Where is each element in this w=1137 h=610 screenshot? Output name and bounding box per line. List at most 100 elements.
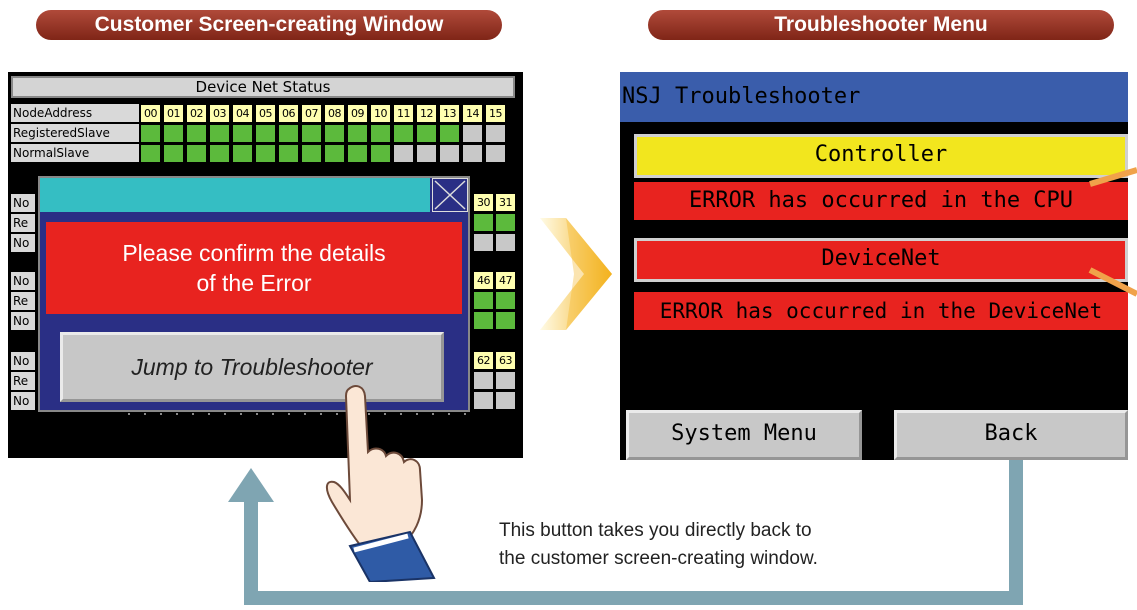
row-label-node-address: NodeAddress — [11, 104, 139, 122]
device-net-status-title: Device Net Status — [11, 76, 515, 98]
node-number-cell: 10 — [371, 105, 390, 122]
node-status-cell — [417, 125, 436, 142]
node-status-cell — [463, 125, 482, 142]
node-status-cell — [474, 234, 493, 251]
node-status-cell — [496, 372, 515, 389]
row-label-normal-slave: NormalSlave — [11, 144, 139, 162]
flow-chevron-icon — [540, 218, 612, 330]
callout-lines — [1088, 167, 1137, 297]
node-status-cell — [141, 145, 160, 162]
controller-error-message: ERROR has occurred in the CPU — [634, 182, 1128, 220]
caption-line2: the customer screen-creating window. — [499, 548, 818, 569]
node-number-cell: 05 — [256, 105, 275, 122]
close-icon[interactable] — [432, 178, 468, 212]
node-number-cell: 14 — [463, 105, 482, 122]
node-status-cell — [233, 125, 252, 142]
node-status-cell — [348, 125, 367, 142]
node-status-cell — [325, 125, 344, 142]
partial-row-label: No — [11, 392, 35, 410]
node-status-cell — [496, 214, 515, 231]
customer-screen: Device Net Status NodeAddress Registered… — [8, 72, 523, 458]
node-number-cell: 07 — [302, 105, 321, 122]
node-status-cell — [187, 145, 206, 162]
node-status-cell — [417, 145, 436, 162]
node-status-cell — [210, 125, 229, 142]
node-status-cell — [474, 292, 493, 309]
caption-line1: This button takes you directly back to — [499, 520, 812, 541]
error-message: Please confirm the details of the Error — [46, 222, 462, 314]
node-status-cell — [302, 125, 321, 142]
node-status-cell — [348, 145, 367, 162]
partial-row-label: No — [11, 234, 35, 252]
node-number-cell: 06 — [279, 105, 298, 122]
partial-row-label: Re — [11, 292, 35, 310]
node-number-cell: 01 — [164, 105, 183, 122]
node-number-cell: 12 — [417, 105, 436, 122]
partial-row-label: No — [11, 312, 35, 330]
partial-row-label: No — [11, 194, 35, 212]
node-status-cell — [302, 145, 321, 162]
node-status-cell — [496, 234, 515, 251]
troubleshooter-screen: NSJ Troubleshooter Controller ERROR has … — [620, 72, 1128, 460]
node-status-cell — [474, 214, 493, 231]
node-status-cell — [164, 145, 183, 162]
node-status-cell — [256, 145, 275, 162]
node-number-cell: 63 — [496, 352, 515, 369]
node-status-cell — [371, 145, 390, 162]
node-status-cell — [164, 125, 183, 142]
node-number-cell: 46 — [474, 272, 493, 289]
error-message-line1: Please confirm the details — [122, 240, 386, 266]
error-dialog: Please confirm the details of the Error J… — [38, 176, 470, 412]
node-number-cell: 00 — [141, 105, 160, 122]
partial-row-label: Re — [11, 214, 35, 232]
node-number-cell: 09 — [348, 105, 367, 122]
partial-row-label: No — [11, 272, 35, 290]
return-caption: This button takes you directly back to t… — [499, 517, 959, 573]
node-status-cell — [440, 145, 459, 162]
partial-row-label: No — [11, 352, 35, 370]
system-menu-button[interactable]: System Menu — [626, 410, 862, 460]
node-status-cell — [496, 312, 515, 329]
node-number-cell: 11 — [394, 105, 413, 122]
node-number-cell: 30 — [474, 194, 493, 211]
partial-row-label: Re — [11, 372, 35, 390]
node-number-cell: 31 — [496, 194, 515, 211]
controller-button[interactable]: Controller — [634, 134, 1128, 178]
node-number-cell: 13 — [440, 105, 459, 122]
node-status-cell — [279, 145, 298, 162]
node-status-cell — [233, 145, 252, 162]
hand-pointer-icon — [326, 385, 436, 582]
node-number-cell: 03 — [210, 105, 229, 122]
dialog-titlebar — [40, 178, 430, 212]
node-status-cell — [486, 145, 505, 162]
node-status-cell — [210, 145, 229, 162]
left-window-header: Customer Screen-creating Window — [36, 10, 502, 40]
devicenet-error-message: ERROR has occurred in the DeviceNet — [634, 292, 1128, 330]
troubleshooter-title: NSJ Troubleshooter — [620, 72, 1128, 122]
node-status-cell — [141, 125, 160, 142]
node-status-cell — [496, 392, 515, 409]
node-status-cell — [474, 312, 493, 329]
devicenet-button[interactable]: DeviceNet — [634, 238, 1128, 282]
node-status-cell — [440, 125, 459, 142]
back-button[interactable]: Back — [894, 410, 1128, 460]
node-status-cell — [371, 125, 390, 142]
node-number-cell: 02 — [187, 105, 206, 122]
node-status-cell — [463, 145, 482, 162]
node-status-cell — [256, 125, 275, 142]
node-status-cell — [325, 145, 344, 162]
right-window-header: Troubleshooter Menu — [648, 10, 1114, 40]
node-number-cell: 62 — [474, 352, 493, 369]
node-status-cell — [496, 292, 515, 309]
node-number-cell: 04 — [233, 105, 252, 122]
node-status-cell — [474, 392, 493, 409]
node-number-cell: 08 — [325, 105, 344, 122]
jump-to-troubleshooter-button[interactable]: Jump to Troubleshooter — [60, 332, 444, 402]
node-status-cell — [394, 125, 413, 142]
node-number-cell: 15 — [486, 105, 505, 122]
row-label-registered-slave: RegisteredSlave — [11, 124, 139, 142]
error-message-line2: of the Error — [196, 270, 312, 296]
node-status-cell — [394, 145, 413, 162]
node-status-cell — [187, 125, 206, 142]
